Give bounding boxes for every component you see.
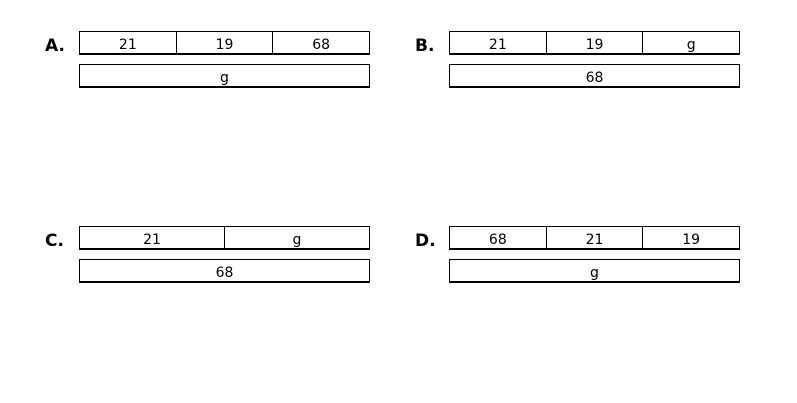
- option-b-top-bar: 21 19 g: [449, 31, 740, 55]
- option-a-label: A.: [45, 36, 65, 56]
- option-d-top-cell-1: 68: [488, 231, 507, 248]
- option-c-top-cell-2: g: [224, 227, 369, 248]
- option-a-top-cell-3: 68: [272, 32, 369, 53]
- option-a-bottom-bar: g: [79, 64, 370, 88]
- option-d-bottom-cell: g: [590, 264, 599, 281]
- option-b-top-cell-2: 19: [545, 32, 643, 53]
- option-b-label: B.: [415, 36, 435, 56]
- option-c-top-cell-1: 21: [143, 231, 161, 248]
- option-b: B. 21 19 g 68: [415, 31, 745, 101]
- option-c-bottom-cell: 68: [215, 264, 234, 281]
- option-d-top-bar: 68 21 19: [449, 226, 740, 250]
- option-b-top-cell-3: g: [642, 32, 739, 53]
- option-a-top-cell-1: 21: [118, 36, 137, 53]
- option-a-top-bar: 21 19 68: [79, 31, 370, 55]
- option-b-top-cell-1: 21: [488, 36, 507, 53]
- option-d-bottom-bar: g: [449, 259, 740, 283]
- option-a: A. 21 19 68 g: [45, 31, 375, 101]
- option-c-top-bar: 21 g: [79, 226, 370, 250]
- option-b-bottom-cell: 68: [585, 69, 604, 86]
- option-d-top-cell-2: 21: [545, 227, 643, 248]
- option-d-top-cell-3: 19: [642, 227, 739, 248]
- option-a-bottom-cell: g: [220, 69, 229, 86]
- option-c-bottom-bar: 68: [79, 259, 370, 283]
- option-c-label: C.: [45, 231, 64, 251]
- option-b-bottom-bar: 68: [449, 64, 740, 88]
- option-d-label: D.: [415, 231, 436, 251]
- option-d: D. 68 21 19 g: [415, 226, 745, 296]
- option-c: C. 21 g 68: [45, 226, 375, 296]
- option-a-top-cell-2: 19: [175, 32, 273, 53]
